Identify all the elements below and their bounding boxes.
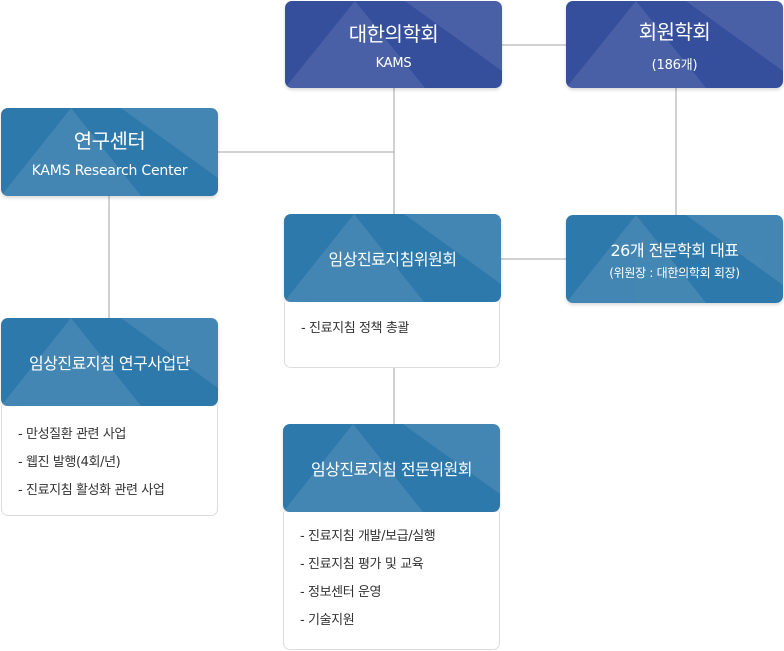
list-item: - 웹진 발행(4회/년) bbox=[18, 455, 121, 470]
kams-subtitle: KAMS bbox=[375, 56, 412, 71]
kams-title: 대한의학회 bbox=[348, 22, 439, 46]
list-item: - 진료지침 정책 총괄 bbox=[301, 321, 409, 336]
research-center-title: 연구센터 bbox=[73, 129, 146, 153]
member-societies-count: (186개) bbox=[651, 58, 698, 73]
expert-committee-list: - 진료지침 개발/보급/실행 - 진료지침 평가 및 교육 - 정보센터 운영… bbox=[300, 523, 499, 635]
research-center-subtitle: KAMS Research Center bbox=[31, 163, 188, 179]
guideline-committee-node: 임상진료지침위원회 bbox=[284, 214, 501, 302]
member-societies-title: 회원학회 bbox=[638, 20, 711, 44]
research-center-node: 연구센터 KAMS Research Center bbox=[1, 108, 218, 196]
society-representatives-node: 26개 전문학회 대표 (위원장 : 대한의학회 회장) bbox=[566, 215, 783, 303]
research-project-node: 임상진료지침 연구사업단 bbox=[1, 318, 218, 406]
list-item: - 기술지원 bbox=[300, 613, 355, 628]
guideline-committee-card: - 진료지침 정책 총괄 bbox=[284, 302, 500, 368]
member-societies-node: 회원학회 (186개) bbox=[566, 1, 783, 88]
list-item: - 진료지침 평가 및 교육 bbox=[300, 557, 424, 572]
expert-committee-node: 임상진료지침 전문위원회 bbox=[283, 424, 500, 512]
guideline-committee-list: - 진료지침 정책 총괄 bbox=[301, 315, 499, 343]
society-representatives-chair: (위원장 : 대한의학회 회장) bbox=[609, 266, 740, 280]
research-project-card: - 만성질환 관련 사업 - 웹진 발행(4회/년) - 진료지침 활성화 관련… bbox=[1, 406, 218, 516]
guideline-committee-title: 임상진료지침위원회 bbox=[328, 250, 457, 269]
list-item: - 진료지침 활성화 관련 사업 bbox=[18, 483, 165, 498]
list-item: - 진료지침 개발/보급/실행 bbox=[300, 529, 436, 544]
kams-node: 대한의학회 KAMS bbox=[285, 1, 502, 88]
society-representatives-title: 26개 전문학회 대표 bbox=[610, 241, 739, 260]
list-item: - 만성질환 관련 사업 bbox=[18, 427, 126, 442]
research-project-title: 임상진료지침 연구사업단 bbox=[28, 354, 191, 373]
expert-committee-card: - 진료지침 개발/보급/실행 - 진료지침 평가 및 교육 - 정보센터 운영… bbox=[283, 512, 500, 650]
research-project-list: - 만성질환 관련 사업 - 웹진 발행(4회/년) - 진료지침 활성화 관련… bbox=[18, 421, 217, 505]
expert-committee-title: 임상진료지침 전문위원회 bbox=[310, 460, 473, 479]
list-item: - 정보센터 운영 bbox=[300, 585, 382, 600]
